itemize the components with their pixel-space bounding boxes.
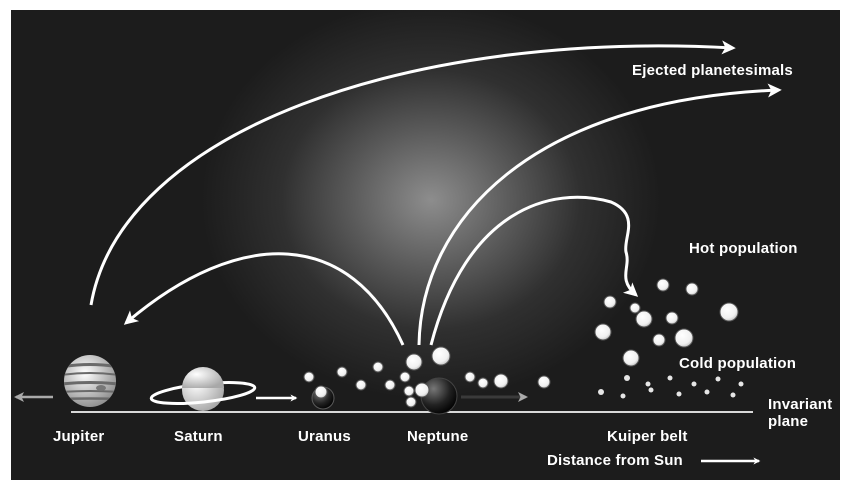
distance-from-sun-label: Distance from Sun <box>547 452 683 469</box>
ejected-planetesimals-label: Ejected planetesimals <box>632 62 793 79</box>
arc-neptune-to-kuiper-arrow <box>429 195 639 346</box>
uranus-label: Uranus <box>298 428 351 445</box>
neptune-label: Neptune <box>407 428 469 445</box>
jupiter-label: Jupiter <box>53 428 105 445</box>
arc-jupiter-ejection-arrow <box>89 40 736 306</box>
invariant-plane-label: Invariant plane <box>768 396 832 431</box>
hot-population-label: Hot population <box>689 240 798 257</box>
jupiter-planet-icon <box>64 355 116 407</box>
arc-neptune-to-jupiter-arrow <box>123 252 405 346</box>
saturn-label: Saturn <box>174 428 223 445</box>
invariant-label-line1: Invariant <box>768 396 833 413</box>
saturn-planet-icon <box>149 367 257 411</box>
kuiper-belt-label: Kuiper belt <box>607 428 688 445</box>
invariant-label-line2: plane <box>768 413 809 431</box>
cold-population-label: Cold population <box>679 355 797 372</box>
arc-neptune-ejection-arrow <box>417 83 782 346</box>
diagram-graphics <box>14 40 782 465</box>
diagram-canvas: Ejected planetesimals Hot population Col… <box>11 10 840 480</box>
planetesimal-cluster <box>303 346 551 408</box>
cold-population-dots <box>598 375 744 399</box>
hot-population-dots <box>594 278 739 367</box>
